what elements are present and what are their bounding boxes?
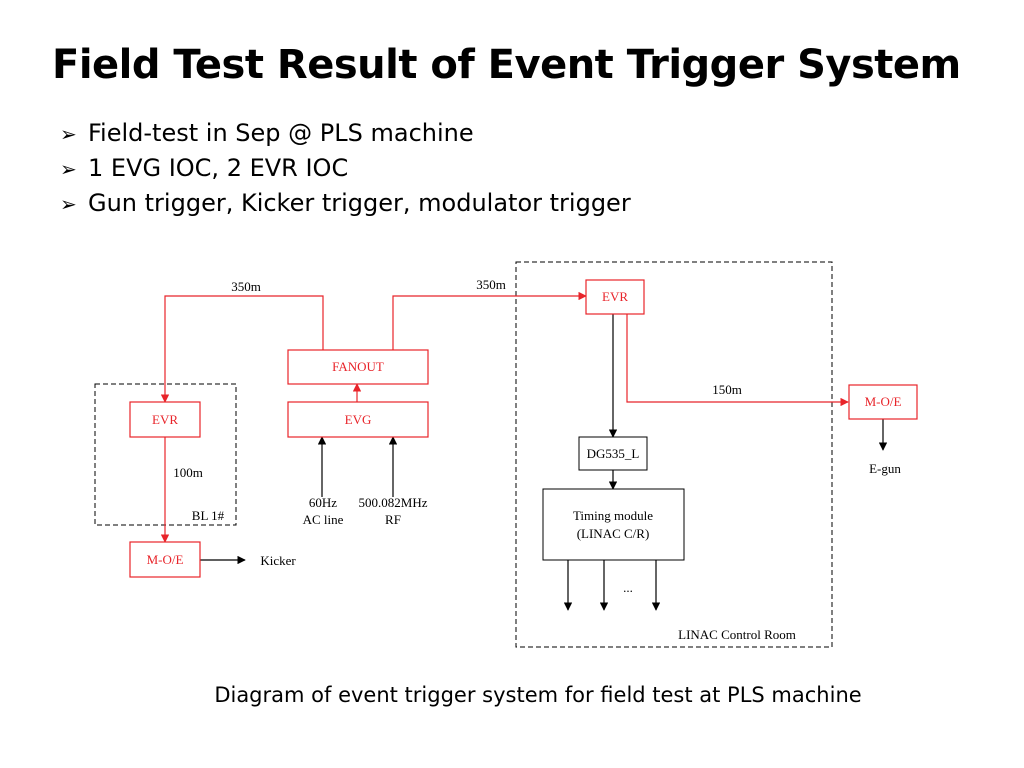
arrowhead-bullet-icon: ➢	[60, 192, 77, 216]
more-outputs-ellipsis: ...	[623, 580, 633, 595]
distance-label-left: 350m	[231, 279, 261, 294]
rf-label: 500.082MHz	[359, 495, 428, 510]
distance-label-100: 100m	[173, 465, 203, 480]
caption-text: Diagram of event trigger system for fiel…	[214, 683, 862, 707]
evr-right-block: EVR	[585, 279, 645, 315]
distance-label-right: 350m	[476, 277, 506, 292]
timing-module-sublabel: (LINAC C/R)	[577, 526, 650, 541]
rf-sublabel: RF	[385, 512, 401, 527]
linac-room-label: LINAC Control Room	[678, 627, 796, 642]
ac-line-label: 60Hz	[309, 495, 337, 510]
arrowhead-bullet-icon: ➢	[60, 122, 77, 146]
bullet-item: ➢ Field-test in Sep @ PLS machine	[60, 116, 631, 151]
linac-control-room-region-box	[515, 261, 833, 648]
moe-left-label: M-O/E	[147, 552, 184, 567]
link-fanout-to-evr-right	[392, 291, 587, 350]
evr-left-block: EVR	[129, 401, 201, 438]
bullet-text: Field-test in Sep @ PLS machine	[88, 119, 474, 147]
fanout-block: FANOUT	[287, 349, 429, 385]
figure-caption: Diagram of event trigger system for fiel…	[0, 683, 1024, 707]
ac-line-sublabel: AC line	[303, 512, 344, 527]
slide-title: Field Test Result of Event Trigger Syste…	[52, 42, 961, 88]
link-evr-right-to-moe-right	[626, 314, 849, 407]
arrowhead-bullet-icon: ➢	[60, 157, 77, 181]
bullet-text: Gun trigger, Kicker trigger, modulator t…	[88, 189, 631, 217]
distance-label-150: 150m	[712, 382, 742, 397]
moe-left-block: M-O/E	[129, 541, 201, 578]
bl1-label: BL 1#	[192, 508, 225, 523]
bullet-text: 1 EVG IOC, 2 EVR IOC	[88, 154, 349, 182]
evr-right-label: EVR	[602, 289, 628, 304]
evg-block: EVG	[287, 401, 429, 438]
evg-label: EVG	[345, 412, 372, 427]
fanout-label: FANOUT	[332, 359, 384, 374]
evr-left-label: EVR	[152, 412, 178, 427]
timing-module-block: Timing module (LINAC C/R)	[542, 488, 685, 561]
timing-module-label: Timing module	[573, 508, 653, 523]
dg535-label: DG535_L	[587, 446, 640, 461]
dg535-block: DG535_L	[578, 436, 648, 471]
link-fanout-to-evr-left	[160, 295, 324, 403]
moe-right-block: M-O/E	[848, 384, 918, 420]
moe-right-label: M-O/E	[865, 394, 902, 409]
bullet-item: ➢ Gun trigger, Kicker trigger, modulator …	[60, 186, 631, 221]
bullet-list: ➢ Field-test in Sep @ PLS machine ➢ 1 EVG …	[60, 116, 631, 221]
kicker-label: Kicker	[260, 553, 296, 568]
egun-label: E-gun	[869, 461, 901, 476]
bullet-item: ➢ 1 EVG IOC, 2 EVR IOC	[60, 151, 631, 186]
